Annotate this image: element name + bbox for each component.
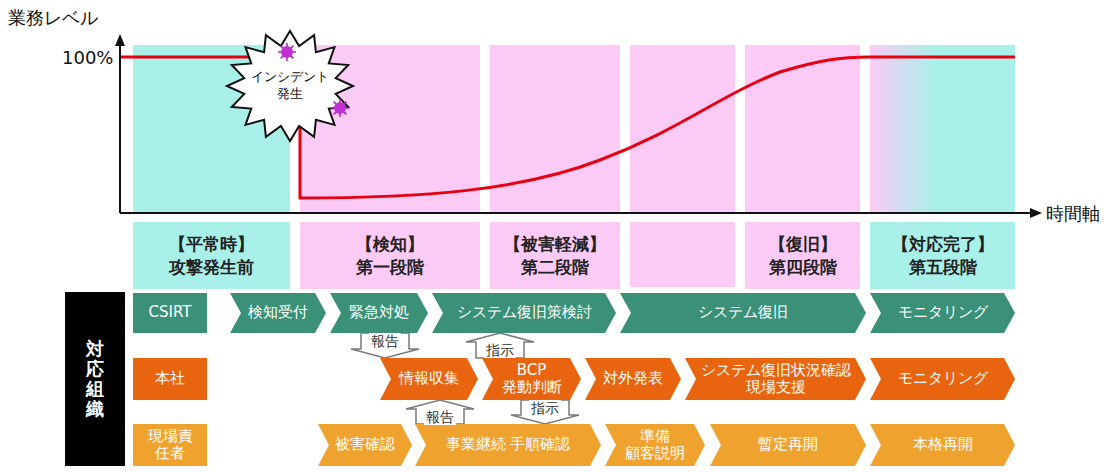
node-text: インシデント 発生 — [249, 69, 331, 103]
arrow-label: 指示 — [484, 342, 516, 358]
y-axis — [119, 44, 121, 213]
node-text: 本格再開 — [913, 436, 973, 453]
phase-column — [870, 45, 1015, 212]
chevron-fill — [432, 293, 616, 333]
axis-arrowhead — [1030, 208, 1042, 218]
arrow-label: 報告 — [369, 333, 401, 349]
node-text: 検知受付 — [248, 304, 308, 321]
block-arrow — [466, 333, 534, 358]
task-chevron: 事業継続 手順確認 — [415, 424, 601, 466]
node-text: BCP 発動判断 — [496, 362, 567, 397]
node-text: 【検知】 第一段階 — [330, 233, 450, 279]
node-text: モニタリング — [898, 304, 988, 321]
phase-column — [630, 45, 735, 212]
block-arrow — [351, 333, 419, 358]
row-label: 現場責任者 — [133, 424, 207, 466]
arrow-label: 指示 — [529, 400, 561, 416]
chevron-fill — [685, 358, 866, 400]
node-text: システム復旧 — [698, 304, 788, 321]
axis-label: 100% — [62, 47, 113, 68]
task-chevron: システム復旧 — [620, 293, 866, 333]
phase-label-blank — [630, 222, 735, 287]
chevron-fill — [620, 293, 866, 333]
block-arrow — [406, 400, 474, 424]
task-chevron: システム復旧策検討 — [432, 293, 616, 333]
task-chevron: システム復旧状況確認 現場支援 — [685, 358, 866, 400]
node-text: モニタリング — [898, 370, 988, 387]
node-text: 【対応完了】 第五段階 — [883, 233, 1003, 279]
organization-bar: 対応組織 — [65, 292, 125, 466]
chevron-fill — [605, 424, 705, 466]
node-text: システム復旧策検討 — [457, 304, 592, 321]
incident-burst: インシデント 発生 — [225, 29, 355, 143]
chevron-fill — [482, 358, 581, 400]
chevron-fill — [870, 358, 1015, 400]
phase-column — [745, 45, 860, 212]
chevron-fill — [380, 358, 478, 400]
task-chevron: 対外発表 — [585, 358, 681, 400]
burst-outline — [227, 31, 353, 141]
task-chevron: BCP 発動判断 — [482, 358, 581, 400]
node-text: 情報収集 — [399, 370, 459, 387]
phase-box: 【被害軽減】 第二段階 — [490, 222, 620, 289]
node-text: 対外発表 — [603, 370, 663, 387]
node-text: 【復旧】 第四段階 — [749, 233, 856, 279]
chevron-fill — [230, 293, 326, 333]
phase-box: 【平常時】 攻撃発生前 — [133, 222, 290, 289]
chevron-fill — [415, 424, 601, 466]
virus-body — [334, 102, 346, 114]
node-text: 緊急対処 — [349, 304, 409, 321]
node-text: 被害確認 — [335, 436, 395, 453]
chevron-fill — [318, 424, 412, 466]
task-chevron: モニタリング — [870, 358, 1015, 400]
node-text: 【平常時】 攻撃発生前 — [152, 233, 272, 279]
node-text: 準備 顧客説明 — [619, 428, 691, 463]
node-text: 現場責任者 — [145, 428, 195, 463]
node-text: CSIRT — [149, 304, 192, 321]
x-axis — [120, 212, 1032, 214]
phase-box: 【復旧】 第四段階 — [745, 222, 860, 289]
axis-label: 業務レベル — [8, 6, 98, 30]
row-label: CSIRT — [133, 293, 207, 333]
task-chevron: 本格再開 — [870, 424, 1015, 466]
node-text: システム復旧状況確認 現場支援 — [699, 362, 852, 397]
task-chevron: 情報収集 — [380, 358, 478, 400]
chevron-fill — [585, 358, 681, 400]
task-chevron: 緊急対処 — [330, 293, 428, 333]
row-label: 本社 — [133, 358, 207, 400]
node-text: 本社 — [155, 370, 185, 387]
phase-box: 【検知】 第一段階 — [300, 222, 480, 289]
phase-box: 【対応完了】 第五段階 — [870, 222, 1015, 289]
task-chevron: モニタリング — [870, 293, 1015, 333]
chevron-fill — [870, 293, 1015, 333]
node-text: 対応組織 — [86, 339, 104, 418]
phase-column — [490, 45, 620, 212]
node-text: 事業継続 手順確認 — [446, 436, 571, 453]
axis-label: 時間軸 — [1046, 202, 1100, 226]
node-text: 暫定再開 — [758, 436, 818, 453]
chevron-fill — [870, 424, 1015, 466]
chevron-fill — [710, 424, 866, 466]
task-chevron: 暫定再開 — [710, 424, 866, 466]
business-level-line — [121, 57, 1015, 198]
task-chevron: 被害確認 — [318, 424, 412, 466]
chevron-fill — [330, 293, 428, 333]
task-chevron: 準備 顧客説明 — [605, 424, 705, 466]
block-arrow — [511, 400, 579, 424]
virus-body — [281, 46, 293, 58]
axis-arrowhead — [115, 34, 125, 46]
arrow-label: 報告 — [424, 409, 456, 425]
node-text: 【被害軽減】 第二段階 — [495, 233, 615, 279]
task-chevron: 検知受付 — [230, 293, 326, 333]
virus-icon — [278, 43, 296, 61]
virus-icon — [331, 99, 349, 117]
